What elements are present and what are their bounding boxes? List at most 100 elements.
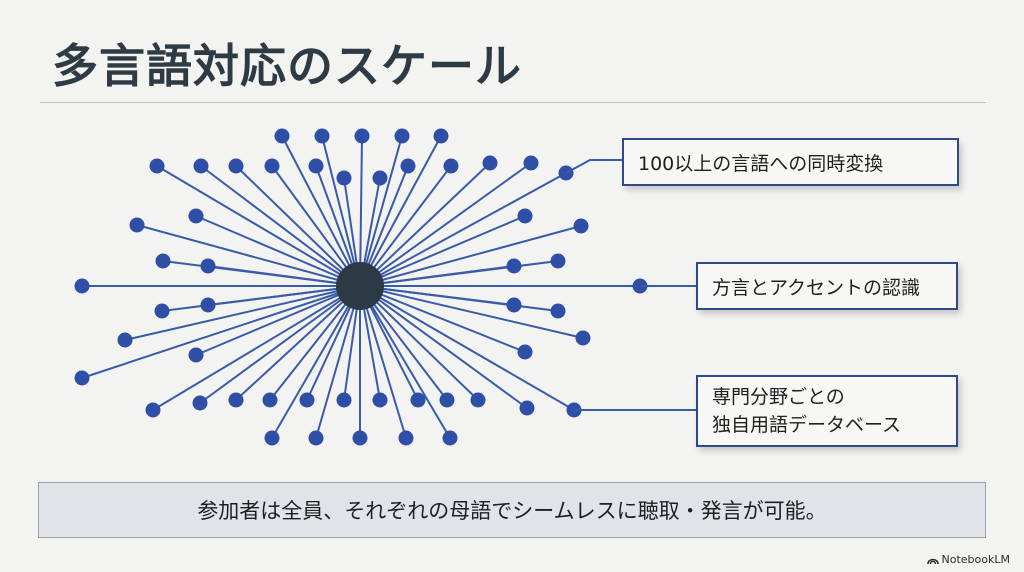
language-node	[74, 370, 90, 386]
language-node	[299, 392, 315, 408]
spoke-line	[271, 165, 361, 287]
language-node	[439, 392, 455, 408]
language-node	[400, 158, 416, 174]
language-node	[308, 430, 324, 446]
language-node	[372, 392, 388, 408]
language-node	[354, 128, 370, 144]
language-node	[575, 330, 591, 346]
language-node	[517, 344, 533, 360]
spoke-line	[271, 285, 361, 439]
language-node	[410, 392, 426, 408]
language-node	[200, 297, 216, 313]
spoke-line	[359, 162, 532, 287]
spoke-line	[195, 215, 361, 287]
language-node	[308, 158, 324, 174]
language-node	[573, 218, 589, 234]
page-title: 多言語対応のスケール	[52, 39, 522, 93]
spoke-line	[359, 285, 479, 401]
language-node	[188, 208, 204, 224]
language-node	[398, 430, 414, 446]
language-node	[470, 392, 486, 408]
callout-dialect-recognition: 方言とアクセントの認識	[696, 262, 958, 310]
language-node	[550, 253, 566, 269]
spoke-line	[199, 285, 361, 404]
title-divider	[40, 102, 986, 103]
spoke-line	[359, 172, 567, 287]
spoke-line	[81, 285, 361, 379]
spoke-line	[359, 285, 528, 409]
notebooklm-logo-icon	[926, 558, 939, 564]
language-node	[228, 392, 244, 408]
language-node	[506, 297, 522, 313]
spoke-line	[269, 285, 361, 401]
summary-banner: 参加者は全員、それぞれの母語でシームレスに聴取・発言が可能。	[38, 482, 986, 538]
language-node	[336, 392, 352, 408]
language-node	[336, 170, 352, 186]
language-node	[264, 158, 280, 174]
language-node	[443, 158, 459, 174]
spoke-line	[315, 285, 361, 439]
spoke-line	[359, 285, 407, 439]
spoke-line	[136, 224, 361, 287]
language-node	[264, 430, 280, 446]
callout-label: 100以上の言語への同時変換	[638, 152, 884, 175]
language-node	[314, 128, 330, 144]
language-node	[200, 258, 216, 274]
language-node	[442, 430, 458, 446]
language-node	[117, 332, 133, 348]
spoke-line	[195, 285, 361, 356]
spoke-line	[359, 285, 584, 339]
language-node	[274, 128, 290, 144]
language-node	[145, 402, 161, 418]
callout-connector-line	[565, 159, 622, 174]
language-node	[394, 128, 410, 144]
language-node	[149, 158, 165, 174]
spoke-line	[156, 165, 361, 287]
spoke-line	[359, 135, 403, 287]
spoke-line	[207, 265, 361, 287]
spoke-line	[321, 135, 361, 287]
language-node	[523, 155, 539, 171]
brand-name: NotebookLM	[941, 553, 1010, 566]
language-node	[372, 170, 388, 186]
language-node	[193, 158, 209, 174]
language-node	[506, 258, 522, 274]
spoke-line	[359, 285, 559, 312]
spoke-line	[359, 260, 559, 287]
language-node	[192, 395, 208, 411]
spoke-line	[359, 285, 451, 439]
language-node	[482, 155, 498, 171]
language-node	[550, 303, 566, 319]
spoke-line	[124, 285, 361, 341]
spoke-line	[359, 162, 491, 287]
language-node	[433, 128, 449, 144]
language-node	[228, 158, 244, 174]
spoke-line	[207, 285, 361, 306]
callout-label: 方言とアクセントの認識	[712, 276, 921, 299]
callout-simultaneous-translation: 100以上の言語への同時変換	[622, 138, 959, 186]
language-node	[188, 347, 204, 363]
spoke-line	[359, 215, 526, 287]
language-node	[352, 430, 368, 446]
spoke-line	[235, 285, 361, 401]
spoke-line	[359, 285, 575, 411]
callout-label-line-2: 独自用語データベース	[712, 414, 902, 436]
spoke-line	[359, 165, 452, 287]
language-node	[74, 278, 90, 294]
brand-watermark: NotebookLM	[926, 553, 1010, 566]
language-node	[517, 208, 533, 224]
spoke-line	[359, 135, 442, 287]
language-node	[154, 303, 170, 319]
language-node	[262, 392, 278, 408]
spoke-line	[235, 165, 361, 287]
spoke-line	[359, 135, 363, 287]
central-hub	[336, 262, 384, 310]
language-node	[129, 217, 145, 233]
language-node	[155, 253, 171, 269]
spoke-line	[200, 165, 361, 287]
callout-terminology-database: 専門分野ごとの 独自用語データベース	[696, 375, 958, 447]
spoke-line	[281, 135, 361, 287]
spoke-line	[359, 225, 582, 287]
